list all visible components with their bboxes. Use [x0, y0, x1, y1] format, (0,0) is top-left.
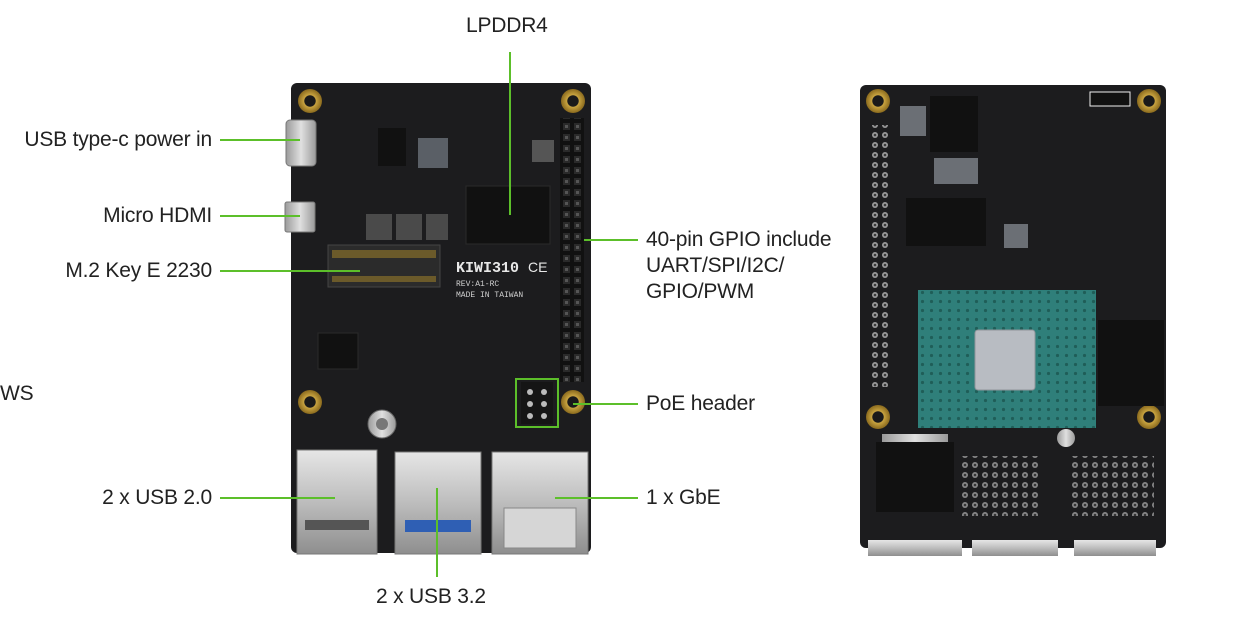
label-edge-fragment: WS	[0, 382, 34, 405]
mount-hole	[866, 405, 890, 429]
label-gpio-line-2: UART/SPI/I2C/	[646, 254, 785, 277]
mount-hole	[298, 89, 322, 113]
board-marking-origin: MADE IN TAIWAN	[456, 291, 523, 300]
mount-hole	[866, 89, 890, 113]
lpddr4-chip	[465, 185, 551, 245]
board-back	[860, 85, 1166, 556]
label-gpio-40: 40-pin GPIO include UART/SPI/I2C/ GPIO/P…	[646, 227, 886, 305]
usb-c-connector	[285, 119, 317, 167]
label-m2-key-e: M.2 Key E 2230	[65, 259, 212, 282]
label-gbe: 1 x GbE	[646, 486, 721, 509]
board-marking-rev: REV:A1-RC	[456, 280, 499, 289]
label-usb32: 2 x USB 3.2	[376, 585, 486, 608]
label-usb20: 2 x USB 2.0	[102, 486, 212, 509]
mount-hole	[561, 89, 585, 113]
ce-mark: CE	[528, 259, 547, 275]
mount-hole	[298, 390, 322, 414]
label-lpddr4: LPDDR4	[466, 14, 548, 37]
board-marking-model: KIWI310	[456, 260, 519, 277]
usb20-connector	[296, 449, 378, 555]
label-gpio-line-3: GPIO/PWM	[646, 280, 755, 303]
board-front: KIWI310 REV:A1-RC MADE IN TAIWAN CE	[284, 83, 591, 555]
mount-hole	[561, 390, 585, 414]
soc-die	[974, 329, 1036, 391]
label-usb-c-power: USB type-c power in	[24, 128, 212, 151]
mount-hole	[1137, 405, 1161, 429]
label-poe-header: PoE header	[646, 392, 755, 415]
gpio-header	[560, 118, 584, 382]
poe-header	[521, 382, 553, 424]
mount-hole	[1137, 89, 1161, 113]
label-gpio-line-1: 40-pin GPIO include	[646, 228, 832, 251]
callout-lines	[220, 52, 638, 577]
label-micro-hdmi: Micro HDMI	[103, 204, 212, 227]
